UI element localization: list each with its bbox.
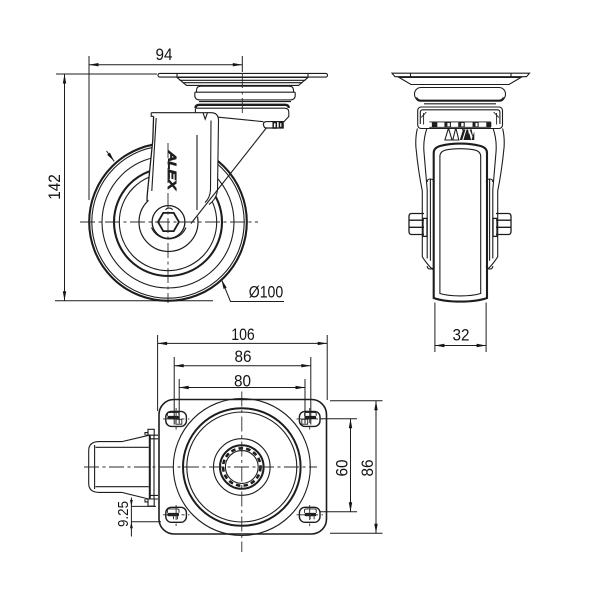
svg-text:32: 32 [453, 326, 470, 344]
svg-text:86: 86 [359, 460, 377, 477]
svg-text:106: 106 [231, 326, 255, 344]
svg-text:94: 94 [156, 46, 173, 64]
svg-text:60: 60 [334, 460, 352, 477]
svg-text:80: 80 [234, 373, 251, 391]
svg-text:Ø100: Ø100 [249, 284, 284, 302]
svg-text:86: 86 [235, 348, 252, 366]
svg-text:142: 142 [46, 174, 64, 200]
svg-text:ALEX: ALEX [166, 150, 178, 190]
svg-text:9.25: 9.25 [115, 501, 132, 527]
